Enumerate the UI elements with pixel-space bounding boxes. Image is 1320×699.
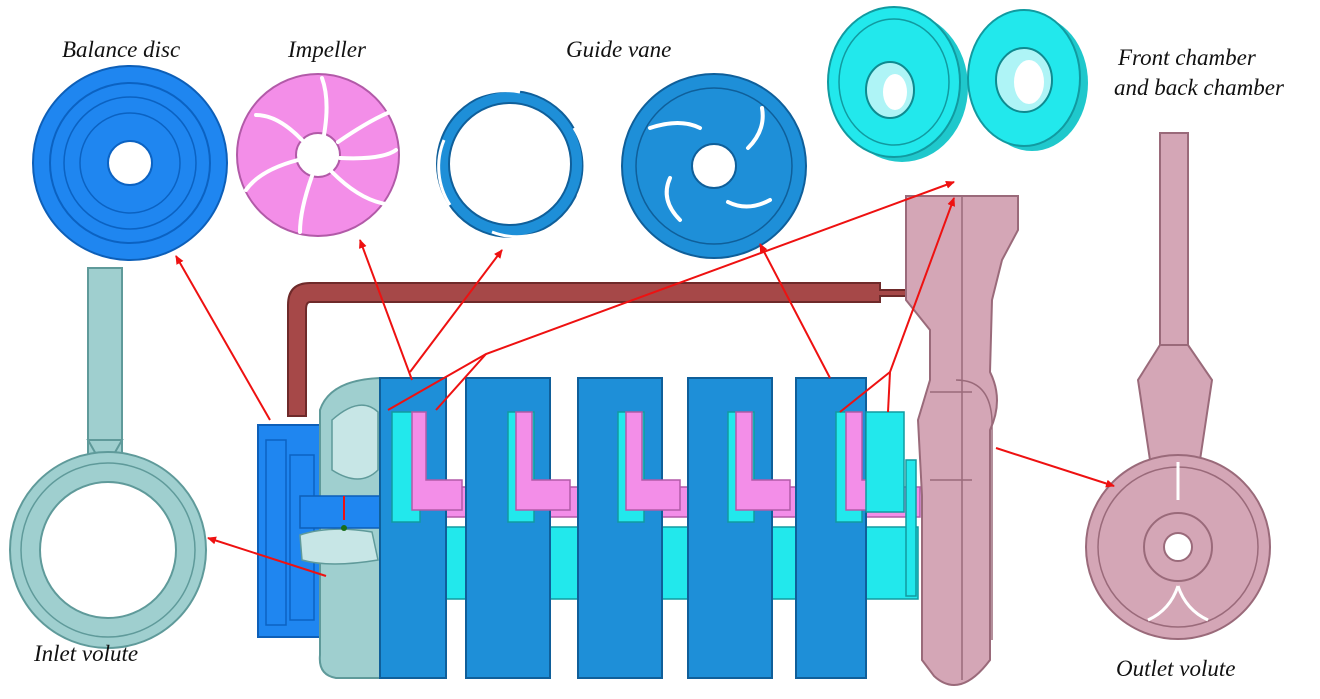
front-chamber-label: Front chamber	[1118, 45, 1256, 70]
inlet-volute-label: Inlet volute	[34, 641, 139, 666]
back-chamber-label: and back chamber	[1114, 75, 1284, 100]
outlet-volute-label: Outlet volute	[1116, 656, 1236, 681]
assembly-cross-section	[257, 195, 1019, 686]
impeller-label: Impeller	[288, 37, 366, 62]
guide-vane-ring-part	[436, 89, 587, 239]
impeller-part	[236, 73, 400, 237]
guide-vane-disc-part	[621, 73, 807, 259]
balance-disc-label: Balance disc	[62, 37, 181, 62]
guide-vane-label: Guide vane	[566, 37, 672, 62]
outlet-volute-part	[1085, 132, 1271, 640]
inlet-volute-part	[9, 267, 207, 649]
front-chamber-part	[827, 6, 968, 162]
balance-disc-part	[32, 65, 228, 261]
leader-arrows	[175, 181, 1115, 577]
back-chamber-part	[967, 9, 1088, 151]
